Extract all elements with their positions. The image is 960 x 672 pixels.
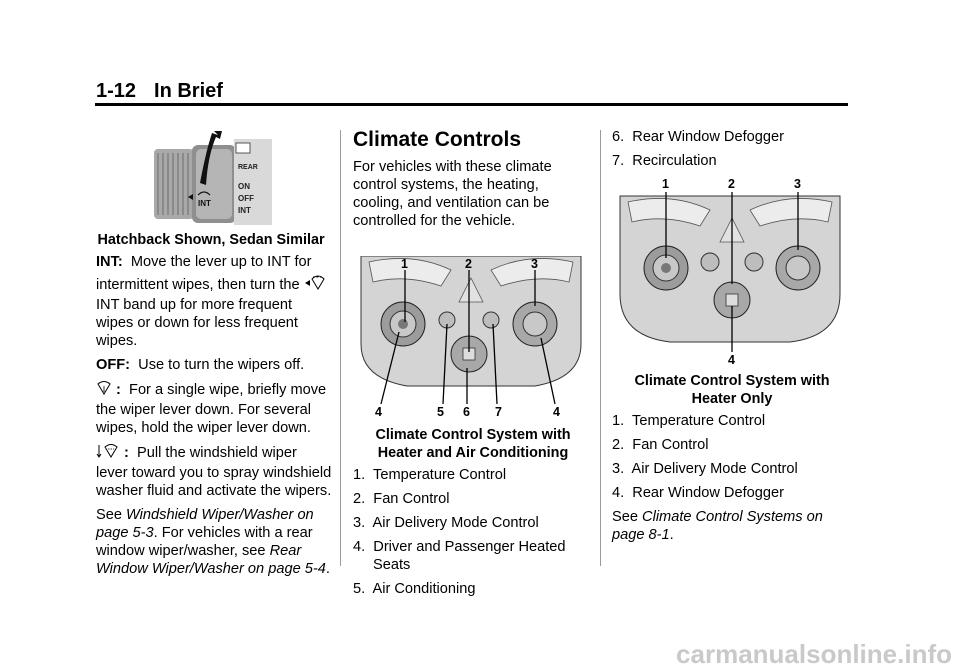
see-word: See <box>96 507 122 523</box>
heater-caption-line-1: Climate Control System with <box>634 373 830 389</box>
wiper-label-rear: REAR <box>238 164 258 171</box>
climate-heater-figure: 1 2 3 4 <box>614 176 846 367</box>
off-text: Use to turn the wipers off. <box>138 357 305 373</box>
ac-caption-line-2: Heater and Air Conditioning <box>377 445 569 461</box>
heater-item-1-num: 1. <box>612 413 625 429</box>
intro-line-3: cooling, and ventilation can be <box>353 195 550 211</box>
heater-item-4-num: 4. <box>612 485 625 501</box>
ac-label-4b: 4 <box>553 405 560 418</box>
ac-list: 1. Temperature Control 2. Fan Control 3.… <box>353 466 593 598</box>
page-header: 1-12 In Brief <box>96 80 223 103</box>
climate-heading: Climate Controls <box>353 128 522 151</box>
header-rule <box>95 103 848 106</box>
ac-caption: Climate Control System with Heater and A… <box>353 426 593 462</box>
climate-ac-figure: 1 2 3 4 5 6 7 4 <box>355 255 587 419</box>
ac-item-1-text: Temperature Control <box>373 467 507 483</box>
heater-item-2-num: 2. <box>612 437 625 453</box>
heater-see-word: See <box>612 509 638 525</box>
washer-text-3: washer fluid and activate the wipers. <box>96 483 332 499</box>
ac-label-7: 7 <box>495 405 502 418</box>
page-number: 1-12 <box>96 80 137 102</box>
wiper-band-int: INT <box>198 199 211 208</box>
ac-label-3: 3 <box>531 257 538 271</box>
ac-item-4-text: Driver and Passenger Heated <box>373 539 566 555</box>
watermark: carmanualsonline.info <box>676 639 952 669</box>
washer-text-2: lever toward you to spray windshield <box>96 465 332 481</box>
heater-label-2: 2 <box>728 177 735 191</box>
heater-caption: Climate Control System with Heater Only <box>612 372 852 408</box>
item-7-text: Recirculation <box>632 153 717 169</box>
heater-label-4: 4 <box>728 353 735 366</box>
ac-item-1-num: 1. <box>353 467 366 483</box>
heater-list: 1. Temperature Control 2. Fan Control 3.… <box>612 412 852 544</box>
see-link-3[interactable]: Rear <box>269 543 302 559</box>
ac-item-2-text: Fan Control <box>373 491 450 507</box>
ac-label-6: 6 <box>463 405 470 418</box>
intro-line-1: For vehicles with these climate <box>353 159 552 175</box>
ac-label-1: 1 <box>401 257 408 271</box>
item-6-text: Rear Window Defogger <box>632 129 784 145</box>
ac-item-4-text-2: Seats <box>373 557 411 573</box>
heater-item-4-text: Rear Window Defogger <box>632 485 784 501</box>
item-6-num: 6. <box>612 129 625 145</box>
wiper-lever-figure: REAR ON OFF INT INT <box>154 131 272 225</box>
int-band-icon <box>304 275 326 296</box>
wiper-label-on: ON <box>238 182 250 191</box>
heater-label-1: 1 <box>662 177 669 191</box>
ac-item-4-num: 4. <box>353 539 366 555</box>
section-title: In Brief <box>154 80 223 102</box>
ac-item-5-num: 5. <box>353 581 366 597</box>
washer-icon <box>96 443 120 464</box>
see-text-3: window wiper/washer, see <box>96 543 266 559</box>
see-end: . <box>325 561 330 577</box>
int-text-5: wipes. <box>96 333 138 349</box>
ac-label-5: 5 <box>437 405 444 418</box>
see-link-2[interactable]: page 5-3 <box>96 525 154 541</box>
ac-label-2: 2 <box>465 257 472 271</box>
ac-item-2-num: 2. <box>353 491 366 507</box>
wiper-label-off: OFF <box>238 194 254 203</box>
heater-caption-line-2: Heater Only <box>691 391 773 407</box>
int-label: INT: <box>96 254 123 270</box>
heater-see-link-1[interactable]: Climate Control Systems on <box>642 509 823 525</box>
see-text-2: . For vehicles with a rear <box>153 525 313 541</box>
climate-intro: For vehicles with these climate control … <box>353 158 593 230</box>
int-text-2: intermittent wipes, then turn the <box>96 277 300 293</box>
heater-item-3-text: Air Delivery Mode Control <box>631 461 798 477</box>
see-link-1[interactable]: Windshield Wiper/Washer on <box>126 507 314 523</box>
washer-text-1: Pull the windshield wiper <box>137 445 297 461</box>
intro-line-4: controlled for the vehicle. <box>353 213 516 229</box>
heater-see-end: . <box>669 527 674 543</box>
see-link-4[interactable]: Window Wiper/Washer on page 5-4 <box>96 561 326 577</box>
left-text: INT: Move the lever up to INT for interm… <box>96 253 336 578</box>
wiper-label-int: INT <box>238 206 251 215</box>
wiper-caption: Hatchback Shown, Sedan Similar <box>97 232 325 248</box>
int-text-1: Move the lever up to INT for <box>130 254 312 270</box>
column-divider-2 <box>600 130 601 566</box>
item-7-num: 7. <box>612 153 625 169</box>
heater-item-3-num: 3. <box>612 461 625 477</box>
off-label: OFF: <box>96 357 131 373</box>
single-text-2: the wiper lever down. For several <box>96 402 311 418</box>
ac-item-5-text: Air Conditioning <box>372 581 476 597</box>
column-divider-1 <box>340 130 341 566</box>
single-text-3: wipes, hold the wiper lever down. <box>96 420 311 436</box>
ac-caption-line-1: Climate Control System with <box>375 427 571 443</box>
ac-label-4a: 4 <box>375 405 382 418</box>
single-text-1: For a single wipe, briefly move <box>129 382 327 398</box>
int-text-3: INT band up for more frequent <box>96 297 293 313</box>
ac-item-3-num: 3. <box>353 515 366 531</box>
heater-see-link-2[interactable]: page 8-1 <box>612 527 670 543</box>
int-text-4: wipes or down for less frequent <box>96 315 298 331</box>
ac-item-3-text: Air Delivery Mode Control <box>372 515 539 531</box>
heater-item-2-text: Fan Control <box>632 437 709 453</box>
right-top-list: 6. Rear Window Defogger 7. Recirculation <box>612 128 852 170</box>
heater-label-3: 3 <box>794 177 801 191</box>
heater-item-1-text: Temperature Control <box>632 413 766 429</box>
intro-line-2: control systems, the heating, <box>353 177 539 193</box>
mist-icon <box>96 380 112 401</box>
